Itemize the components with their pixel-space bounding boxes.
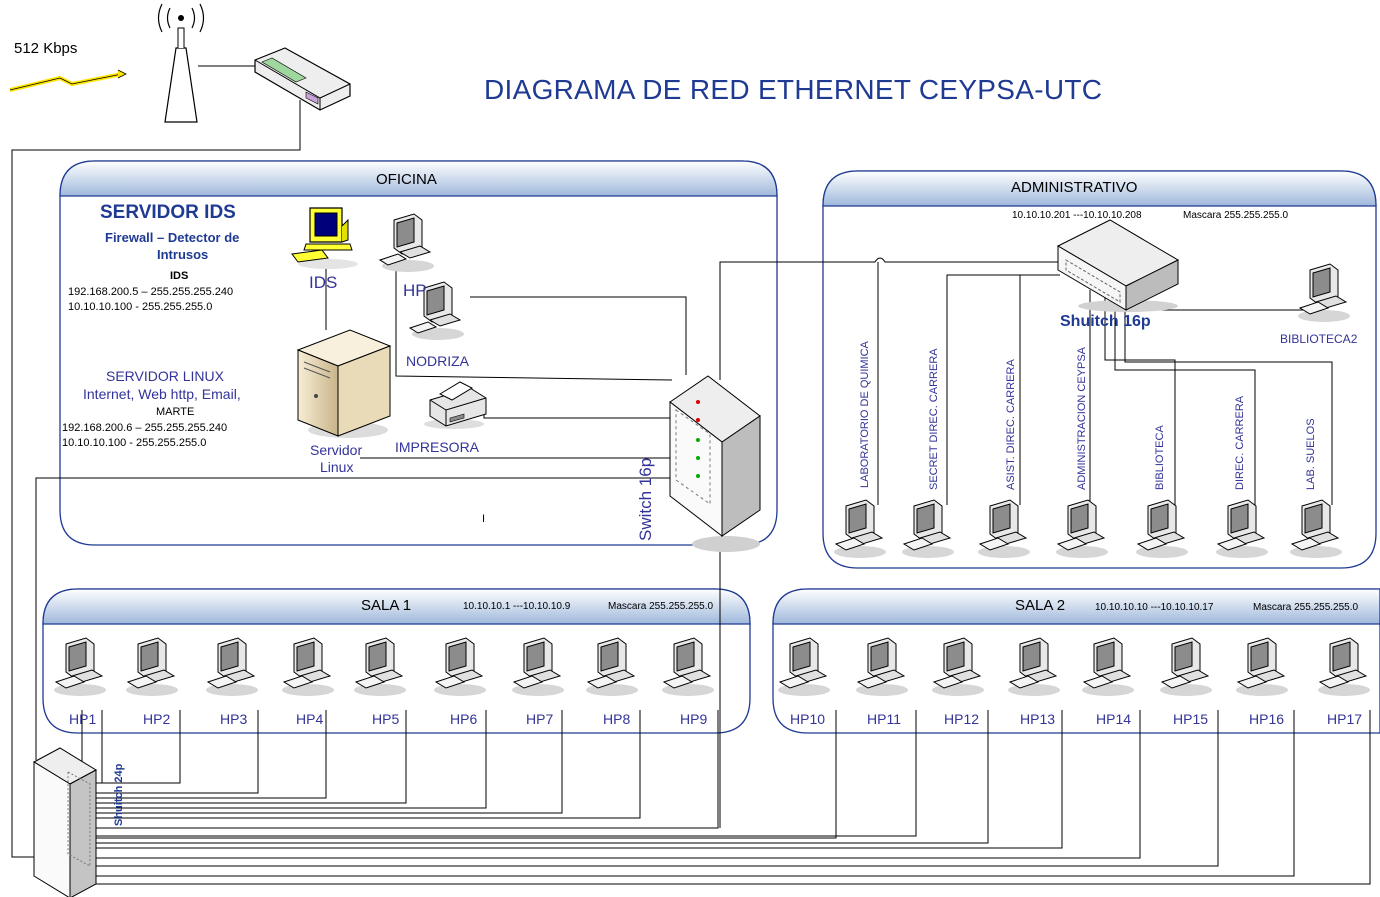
sala1-panel: [42, 588, 751, 734]
oficina-switch-label: Switch 16p: [636, 457, 655, 541]
admin-switch-icon: [1056, 219, 1180, 312]
modem-icon: [254, 47, 351, 111]
sala2-header: SALA 2: [1015, 597, 1066, 614]
sala1-header: SALA 1: [361, 597, 412, 614]
server-label-2: Linux: [320, 459, 354, 475]
sala2-pc-label: HP16: [1249, 711, 1285, 727]
admin-station-label: SECRET DIREC. CARRERA: [928, 348, 940, 490]
wireless-link: [9, 69, 127, 92]
oficina-header: OFICINA: [376, 171, 437, 188]
internet-speed: 512 Kbps: [14, 40, 78, 57]
printer-label: IMPRESORA: [395, 439, 480, 455]
ids-ip-2: 10.10.10.100 - 255.255.255.0: [68, 301, 213, 313]
administrativo-mask: Mascara 255.255.255.0: [1183, 210, 1289, 221]
main-switch-icon: [32, 747, 98, 897]
sala2-pc-label: HP15: [1173, 711, 1209, 727]
sala2-pc-label: HP14: [1096, 711, 1132, 727]
sala1-pc-label: HP8: [603, 711, 631, 727]
sala1-computers: [53, 637, 715, 697]
ids-label: IDS: [309, 273, 338, 292]
sala1-pc-label: HP5: [372, 711, 400, 727]
sala1-pc-label: HP3: [220, 711, 248, 727]
main-switch-label: Shuitch 24p: [113, 763, 125, 826]
page-title: DIAGRAMA DE RED ETHERNET CEYPSA-UTC: [484, 74, 1103, 105]
printer-icon: [424, 381, 487, 429]
administrativo-range: 10.10.10.201 ---10.10.10.208: [1012, 210, 1142, 221]
admin-switch-label: Shuitch 16p: [1060, 313, 1151, 330]
ids-subtitle-1: Firewall – Detector de: [105, 230, 240, 245]
linux-ip-2: 10.10.10.100 - 255.255.255.0: [62, 437, 207, 449]
sala2-pc-label: HP11: [867, 711, 901, 727]
ids-ip-1: 192.168.200.5 – 255.255.255.240: [68, 286, 234, 298]
admin-station-label: LABORATORIO DE QUIMICA: [859, 341, 871, 488]
linux-ip-1: 192.168.200.6 – 255.255.255.240: [62, 422, 228, 434]
ids-heading: SERVIDOR IDS: [100, 202, 236, 223]
sala2-mask: Mascara 255.255.255.0: [1253, 602, 1359, 613]
server-label-1: Servidor: [310, 442, 363, 458]
sala2-pc-label: HP13: [1020, 711, 1056, 727]
admin-station-label: BIBLIOTECA: [1154, 425, 1166, 490]
admin-station-label: ASIST. DIREC. CARRERA: [1005, 359, 1017, 490]
administrativo-header: ADMINISTRATIVO: [1011, 179, 1138, 196]
sala2-range: 10.10.10.10 ---10.10.10.17: [1095, 602, 1214, 613]
sala1-pc-label: HP1: [69, 711, 97, 727]
sala2-panel: [772, 588, 1380, 734]
antenna-icon: [157, 3, 205, 123]
biblioteca2-label: BIBLIOTECA2: [1280, 332, 1358, 346]
sala1-pc-label: HP6: [450, 711, 478, 727]
linux-name: MARTE: [156, 406, 195, 418]
sala1-pc-label: HP7: [526, 711, 554, 727]
administrativo-panel: [822, 170, 1377, 569]
nodriza-label: NODRIZA: [406, 353, 469, 369]
sala2-pc-label: HP17: [1327, 711, 1363, 727]
sala1-pc-label: HP4: [296, 711, 324, 727]
ids-computer-icon: [291, 207, 358, 269]
oficina-panel: [59, 160, 778, 546]
admin-station-label: ADMINISTRACION CEYPSA: [1076, 346, 1088, 490]
ids-name: IDS: [170, 270, 189, 282]
linux-heading: SERVIDOR LINUX: [106, 368, 224, 384]
linux-server-icon: [296, 329, 392, 438]
oficina-switch-icon: [669, 375, 761, 552]
admin-station-label: DIREC. CARRERA: [1234, 395, 1246, 490]
sala2-pc-label: HP10: [790, 711, 826, 727]
oficina-mark: I: [482, 513, 486, 525]
sala2-pc-label: HP12: [944, 711, 980, 727]
ids-subtitle-2: Intrusos: [157, 247, 209, 262]
sala1-range: 10.10.10.1 ---10.10.10.9: [463, 601, 571, 612]
hp-label: HP: [403, 281, 427, 300]
admin-station-label: LAB. SUELOS: [1305, 418, 1317, 490]
sala1-pc-label: HP9: [680, 711, 708, 727]
sala1-mask: Mascara 255.255.255.0: [608, 601, 714, 612]
sala1-pc-label: HP2: [143, 711, 171, 727]
linux-services: Internet, Web http, Email,: [83, 386, 241, 402]
cables: [11, 65, 1371, 885]
